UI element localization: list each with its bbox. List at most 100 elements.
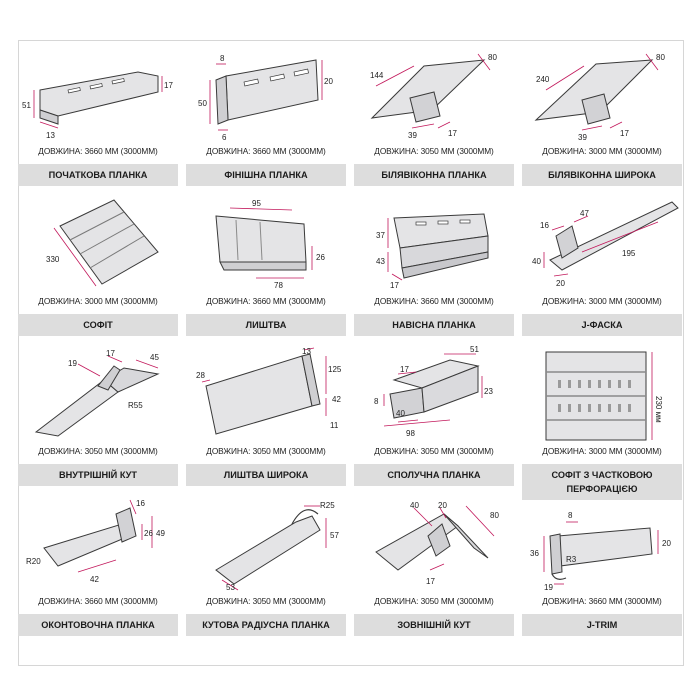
window-wide-profile: 240 80 39 17 [534, 53, 665, 142]
item-length: ДОВЖИНА: 3000 ММ (3000ММ) [38, 296, 158, 306]
radius-corner-drawing: R25 57 53 [186, 496, 346, 592]
catalog-item-finish-strip: 8 50 20 6 ДОВЖИНА: 3660 ММ (3000ММ) ФІНІ… [186, 46, 346, 196]
starter-dim-13: 13 [46, 131, 55, 140]
item-length: ДОВЖИНА: 3660 ММ (3000ММ) [542, 596, 662, 606]
catalog-item-hanging-strip: 37 43 17 ДОВЖИНА: 3660 ММ (3000ММ) НАВІС… [354, 196, 514, 346]
trim-wide-drawing: 28 13 125 42 11 [186, 346, 346, 442]
finish-dim-50: 50 [198, 99, 207, 108]
item-length: ДОВЖИНА: 3050 ММ (3000ММ) [374, 596, 494, 606]
trim-dim-26: 26 [316, 253, 325, 262]
item-name-label: ФІНІШНА ПЛАНКА [186, 164, 346, 186]
trim-dim-78: 78 [274, 281, 283, 290]
window-wide-dim-17: 17 [620, 129, 629, 138]
item-length: ДОВЖИНА: 3660 ММ (3000ММ) [206, 146, 326, 156]
joint-dim-51: 51 [470, 346, 479, 354]
item-name-label: ЛИШТВА [186, 314, 346, 336]
item-length: ДОВЖИНА: 3660 ММ (3000ММ) [374, 296, 494, 306]
edging-dim-42: 42 [90, 575, 99, 584]
edging-dim-r20: R20 [26, 557, 41, 566]
catalog-item-radius-corner-strip: R25 57 53 ДОВЖИНА: 3050 ММ (3000ММ) КУТО… [186, 496, 346, 646]
j-chamfer-dim-20: 20 [556, 279, 565, 288]
item-name-label: J-TRIM [522, 614, 682, 636]
outer-corner-dim-80: 80 [490, 511, 499, 520]
window-dim-80: 80 [488, 53, 497, 62]
window-strip-profile: 144 80 39 17 [370, 53, 497, 140]
joint-dim-23: 23 [484, 387, 493, 396]
item-name-label: ЛИШТВА ШИРОКА [186, 464, 346, 486]
window-wide-dim-39: 39 [578, 133, 587, 142]
hanging-dim-17: 17 [390, 281, 399, 290]
outer-corner-dim-40: 40 [410, 501, 419, 510]
joint-dim-40: 40 [396, 409, 405, 418]
edging-dim-26: 26 [144, 529, 153, 538]
item-length: ДОВЖИНА: 3660 ММ (3000ММ) [206, 296, 326, 306]
outer-corner-dim-20: 20 [438, 501, 447, 510]
window-wide-drawing: 240 80 39 17 [522, 46, 682, 142]
trim-wide-profile: 28 13 125 42 11 [196, 347, 342, 435]
catalog-item-window-strip-wide: 240 80 39 17 ДОВЖИНА: 3000 ММ (3000ММ) Б… [522, 46, 682, 196]
soffit-drawing: 330 [18, 196, 178, 292]
starter-dim-17: 17 [164, 81, 173, 90]
j-trim-dim-36: 36 [530, 549, 539, 558]
radius-corner-dim-r25: R25 [320, 501, 335, 510]
soffit-profile: 330 [46, 199, 159, 287]
inner-corner-dim-45: 45 [150, 353, 159, 362]
starter-dim-51: 51 [22, 101, 31, 110]
item-name-label: СПОЛУЧНА ПЛАНКА [354, 464, 514, 486]
item-name-label: БІЛЯВІКОННА ПЛАНКА [354, 164, 514, 186]
item-length: ДОВЖИНА: 3000 ММ (3000ММ) [542, 146, 662, 156]
perforated-soffit-profile: 230 мм [545, 351, 663, 441]
item-name-label: J-ФАСКА [522, 314, 682, 336]
j-trim-dim-r3: R3 [566, 555, 577, 564]
inner-corner-dim-17: 17 [106, 349, 115, 358]
outer-corner-dim-17: 17 [426, 577, 435, 586]
catalog-item-j-chamfer: 16 47 195 40 20 ДОВЖИНА: 3000 ММ (3000ММ… [522, 196, 682, 346]
edging-dim-16: 16 [136, 499, 145, 508]
finish-dim-8: 8 [220, 54, 225, 63]
j-trim-dim-19: 19 [544, 583, 553, 592]
j-trim-profile: 8 36 20 R3 19 [530, 511, 671, 592]
joint-dim-98: 98 [406, 429, 415, 438]
catalog-item-window-strip: 144 80 39 17 ДОВЖИНА: 3050 ММ (3000ММ) Б… [354, 46, 514, 196]
outer-corner-drawing: 40 20 80 17 [354, 496, 514, 592]
finish-dim-20: 20 [324, 77, 333, 86]
item-length: ДОВЖИНА: 3000 ММ (3000ММ) [542, 296, 662, 306]
j-chamfer-drawing: 16 47 195 40 20 [522, 196, 682, 292]
joint-strip-profile: 51 17 8 40 23 98 [374, 346, 493, 438]
finish-strip-profile: 8 50 20 6 [198, 54, 333, 142]
item-length: ДОВЖИНА: 3050 ММ (3000ММ) [206, 596, 326, 606]
item-name-label: КУТОВА РАДІУСНА ПЛАНКА [186, 614, 346, 636]
finish-dim-6: 6 [222, 133, 227, 142]
item-length: ДОВЖИНА: 3660 ММ (3000ММ) [38, 596, 158, 606]
j-chamfer-profile: 16 47 195 40 20 [532, 201, 679, 288]
window-wide-dim-80: 80 [656, 53, 665, 62]
item-length: ДОВЖИНА: 3000 ММ (3000ММ) [542, 446, 662, 456]
inner-corner-drawing: 19 17 45 R55 [18, 346, 178, 442]
item-name-label: ВНУТРІШНІЙ КУТ [18, 464, 178, 486]
finish-strip-drawing: 8 50 20 6 [186, 46, 346, 142]
item-name-label: ПОЧАТКОВА ПЛАНКА [18, 164, 178, 186]
outer-corner-profile: 40 20 80 17 [375, 501, 499, 586]
item-length: ДОВЖИНА: 3660 ММ (3000ММ) [38, 146, 158, 156]
radius-corner-profile: R25 57 53 [215, 501, 339, 592]
trim-wide-dim-13: 13 [302, 347, 311, 356]
perforated-soffit-dim-230: 230 мм [654, 396, 663, 423]
joint-strip-drawing: 51 17 8 40 23 98 [354, 346, 514, 442]
catalog-item-trim: 95 26 78 ДОВЖИНА: 3660 ММ (3000ММ) ЛИШТВ… [186, 196, 346, 346]
radius-corner-dim-57: 57 [330, 531, 339, 540]
item-name-label: НАВІСНА ПЛАНКА [354, 314, 514, 336]
trim-drawing: 95 26 78 [186, 196, 346, 292]
j-chamfer-dim-40: 40 [532, 257, 541, 266]
joint-dim-8: 8 [374, 397, 379, 406]
j-trim-dim-20: 20 [662, 539, 671, 548]
trim-wide-dim-11: 11 [330, 421, 339, 430]
item-name-label: БІЛЯВІКОННА ШИРОКА [522, 164, 682, 186]
item-length: ДОВЖИНА: 3050 ММ (3000ММ) [374, 146, 494, 156]
trim-wide-dim-28: 28 [196, 371, 205, 380]
item-length: ДОВЖИНА: 3050 ММ (3000ММ) [206, 446, 326, 456]
hanging-strip-profile: 37 43 17 [376, 213, 489, 290]
hanging-dim-37: 37 [376, 231, 385, 240]
item-name-label: СОФІТ [18, 314, 178, 336]
window-dim-17: 17 [448, 129, 457, 138]
trim-profile: 95 26 78 [215, 199, 325, 290]
